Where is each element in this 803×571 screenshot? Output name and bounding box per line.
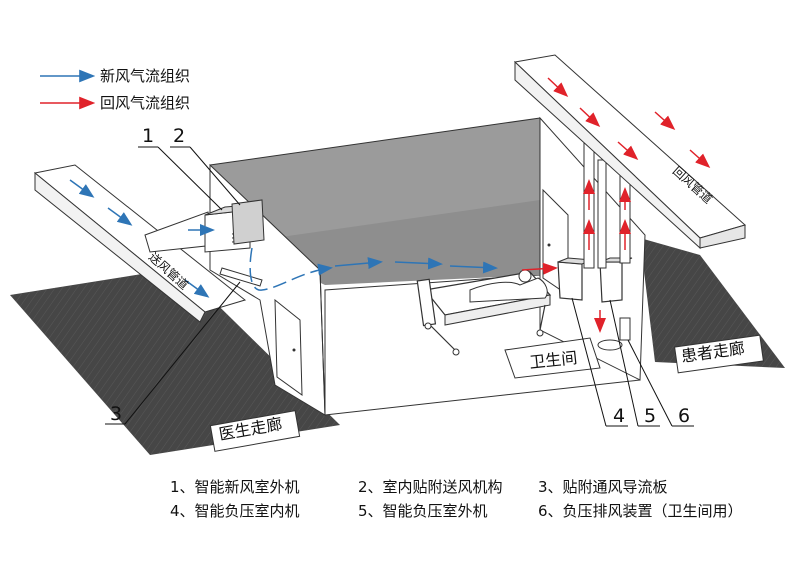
callout-3: 3 — [110, 403, 122, 425]
callout-2: 2 — [173, 125, 185, 147]
bathroom-label: 卫生间 — [528, 348, 578, 372]
duct-return-arrow — [579, 107, 601, 128]
callouts: 1 2 3 4 5 6 — [105, 125, 694, 427]
duct-return-arrow — [547, 77, 569, 98]
left-door-knob — [292, 348, 296, 352]
caption-item-6: 6、负压排风装置（卫生间用） — [538, 502, 743, 520]
doctor-corridor-tag — [209, 410, 301, 452]
indoor-supply-mechanism — [231, 199, 265, 245]
duct-fresh-arrow — [107, 207, 133, 226]
callout-4: 4 — [613, 405, 625, 427]
patient-corridor-tag — [674, 334, 764, 374]
room-edge-left — [319, 269, 326, 416]
caption-item-4: 4、智能负压室内机 — [170, 502, 300, 520]
legend-return-label: 回风气流组织 — [100, 94, 190, 112]
room-fresh-arrow — [334, 257, 383, 270]
caption-item-5: 5、智能负压室外机 — [358, 502, 488, 520]
toilet — [597, 339, 623, 351]
right-door-knob — [547, 243, 551, 247]
negative-pressure-indoor-unit — [557, 261, 583, 301]
patient-corridor-hatch — [640, 238, 785, 368]
callout-6: 6 — [678, 405, 690, 427]
supply-duct-side — [34, 171, 206, 323]
legend: 新风气流组织 回风气流组织 — [40, 67, 190, 112]
exhaust-device — [619, 317, 631, 341]
callout-5: 5 — [644, 405, 656, 427]
caption-item-3: 3、贴附通风导流板 — [538, 478, 668, 496]
duct-fresh-arrow — [184, 279, 210, 298]
room-fresh-arrow — [449, 261, 498, 274]
duct-return-arrow — [654, 111, 676, 130]
room-return-arrow — [521, 262, 558, 275]
duct-return-arrow — [689, 149, 711, 168]
return-duct-end — [699, 224, 746, 249]
room-fresh-flow — [249, 247, 333, 291]
duct-return-arrow — [617, 141, 639, 160]
bathroom-tag — [504, 337, 601, 379]
caption-item-1: 1、智能新风室外机 — [170, 478, 300, 496]
room-edge — [209, 117, 541, 166]
hospital-bed — [416, 269, 552, 356]
callout-1: 1 — [142, 125, 154, 147]
caption-item-2: 2、室内贴附送风机构 — [358, 478, 503, 496]
room-fresh-arrow — [394, 257, 443, 270]
duct-fresh-arrow — [69, 179, 95, 198]
legend-fresh-label: 新风气流组织 — [100, 67, 190, 85]
left-door — [274, 298, 303, 396]
back-wall-shade — [210, 118, 540, 240]
